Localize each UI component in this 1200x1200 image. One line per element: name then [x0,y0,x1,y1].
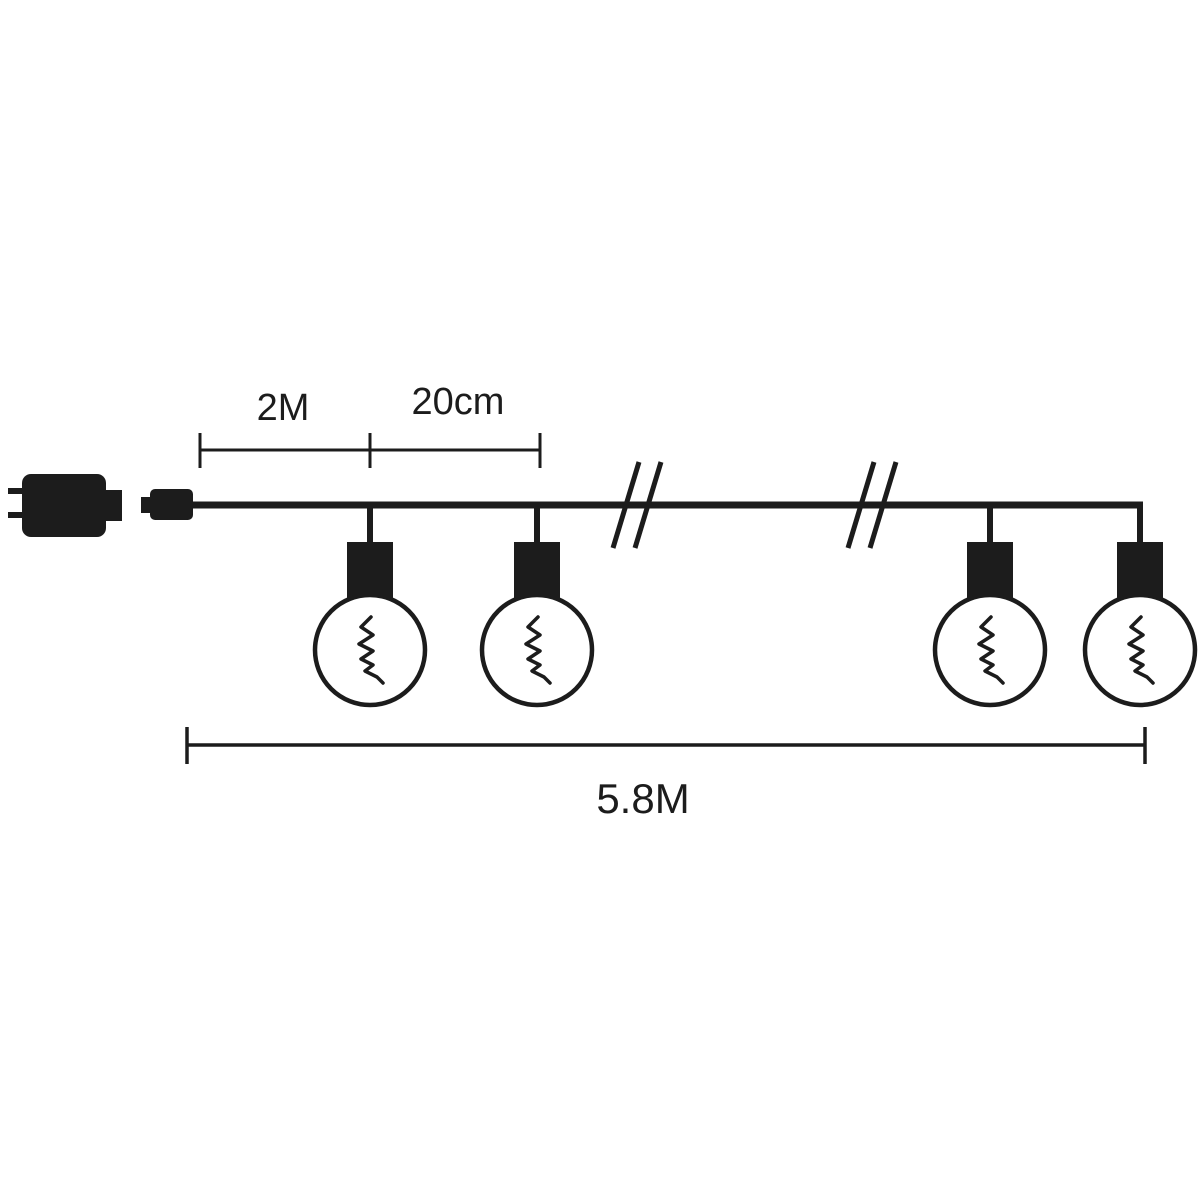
total-length-dimension: 5.8M [185,727,1147,822]
power-plug-icon [8,474,122,537]
light-bulb-2 [482,504,592,705]
lead-length-label: 2M [257,387,310,429]
total-length-label: 5.8M [596,775,689,822]
top-dimension-lines: 2M 20cm [198,381,542,468]
light-bulb-1 [315,504,425,705]
cable-connector-icon [141,489,193,520]
light-bulb-3 [935,504,1045,705]
light-bulb-4 [1085,504,1195,705]
bulb-spacing-label: 20cm [412,381,505,423]
